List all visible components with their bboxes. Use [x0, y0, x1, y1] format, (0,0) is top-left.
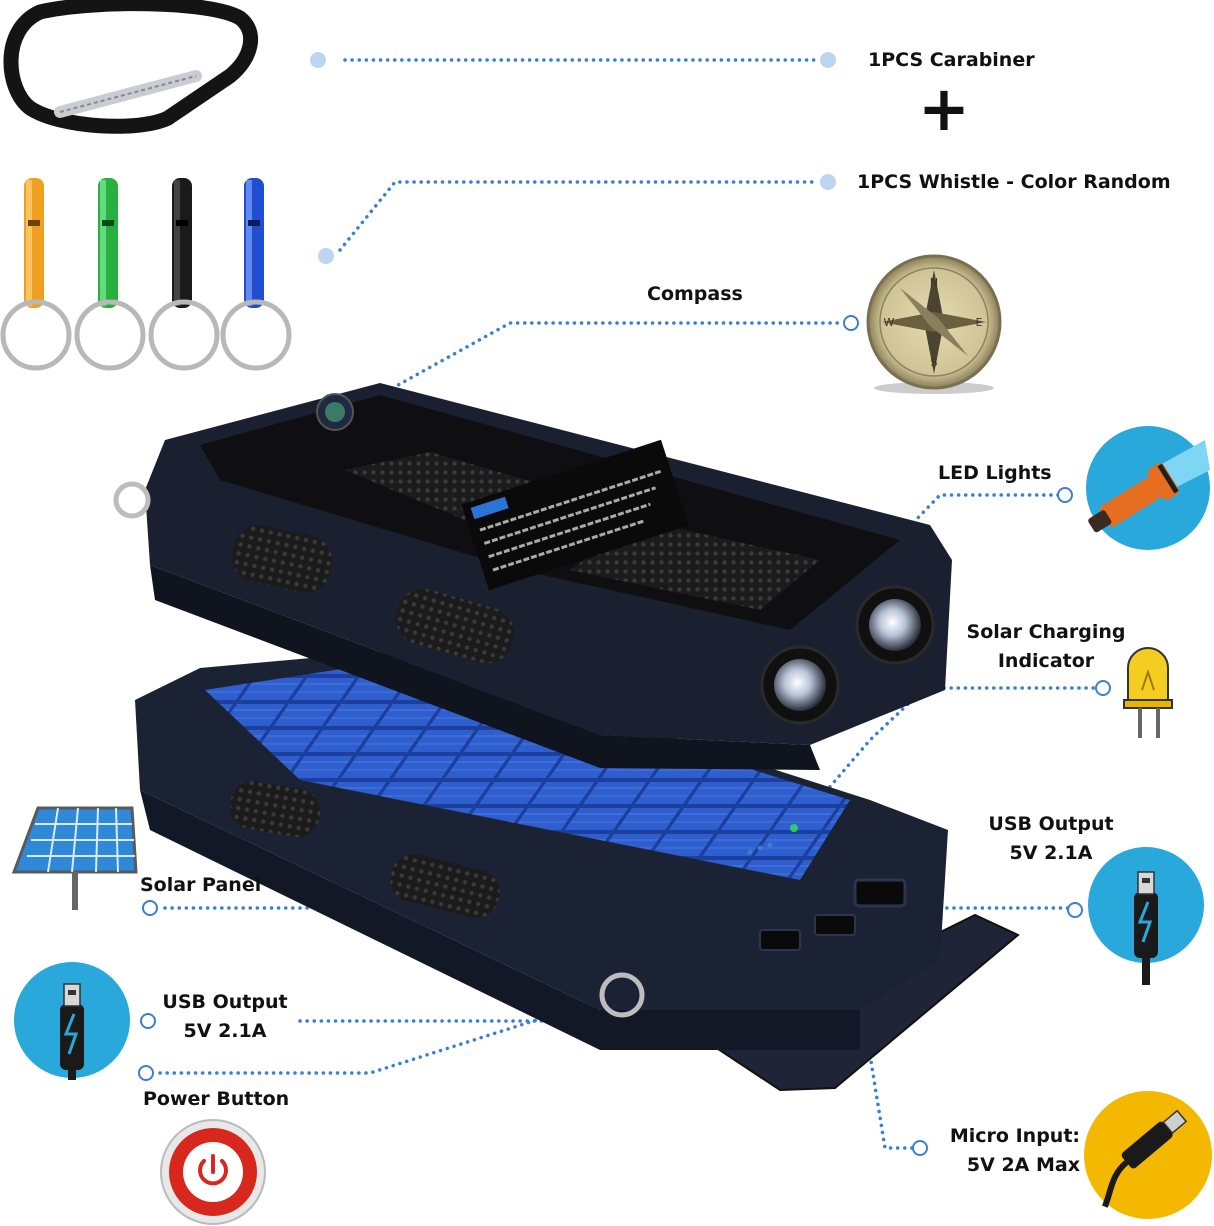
power-bank-back	[113, 383, 952, 770]
whistle-label: 1PCS Whistle - Color Random	[857, 171, 1171, 193]
carabiner-icon	[3, 0, 258, 134]
solar-indicator-label-line2: Indicator	[997, 650, 1095, 672]
usb-output-left-label-line2: 5V 2.1A	[183, 1020, 267, 1042]
whistle-icon	[0, 178, 72, 371]
led-diode-icon	[1123, 647, 1173, 738]
power-bank-solar	[135, 650, 1020, 1092]
power-icon	[160, 1119, 266, 1225]
power-button-label: Power Button	[143, 1088, 290, 1110]
usb-cable-icon	[14, 962, 130, 1080]
compass-icon: N S E W	[866, 254, 1002, 394]
whistles	[0, 178, 292, 371]
micro-usb-cable-icon	[1084, 1091, 1212, 1219]
whistle-icon	[148, 178, 220, 371]
connector-endpoints	[310, 52, 836, 264]
usb-output-right-label-line1: USB Output	[988, 813, 1114, 835]
plus-sign: +	[918, 72, 970, 145]
compass-label: Compass	[647, 283, 743, 305]
whistle-icon	[74, 178, 146, 371]
solar-indicator-label-line1: Solar Charging	[966, 621, 1126, 643]
svg-text:E: E	[976, 316, 983, 329]
usb-output-right-label-line2: 5V 2.1A	[1009, 842, 1093, 864]
led-lights-label: LED Lights	[938, 462, 1052, 484]
flashlight-icon	[1086, 426, 1210, 550]
whistle-icon	[220, 178, 292, 371]
svg-text:S: S	[931, 356, 938, 369]
usb-cable-icon	[1088, 847, 1204, 985]
svg-text:N: N	[930, 276, 938, 289]
usb-output-left-label-line1: USB Output	[162, 991, 288, 1013]
carabiner-label: 1PCS Carabiner	[868, 49, 1035, 71]
svg-text:W: W	[884, 316, 895, 329]
micro-input-label-line2: 5V 2A Max	[966, 1154, 1080, 1176]
micro-input-label-line1: Micro Input:	[949, 1125, 1080, 1147]
connector-rings	[138, 315, 1111, 1156]
solar-panel-label: Solar Panel	[140, 874, 262, 896]
solar-panel-icon	[11, 806, 138, 910]
